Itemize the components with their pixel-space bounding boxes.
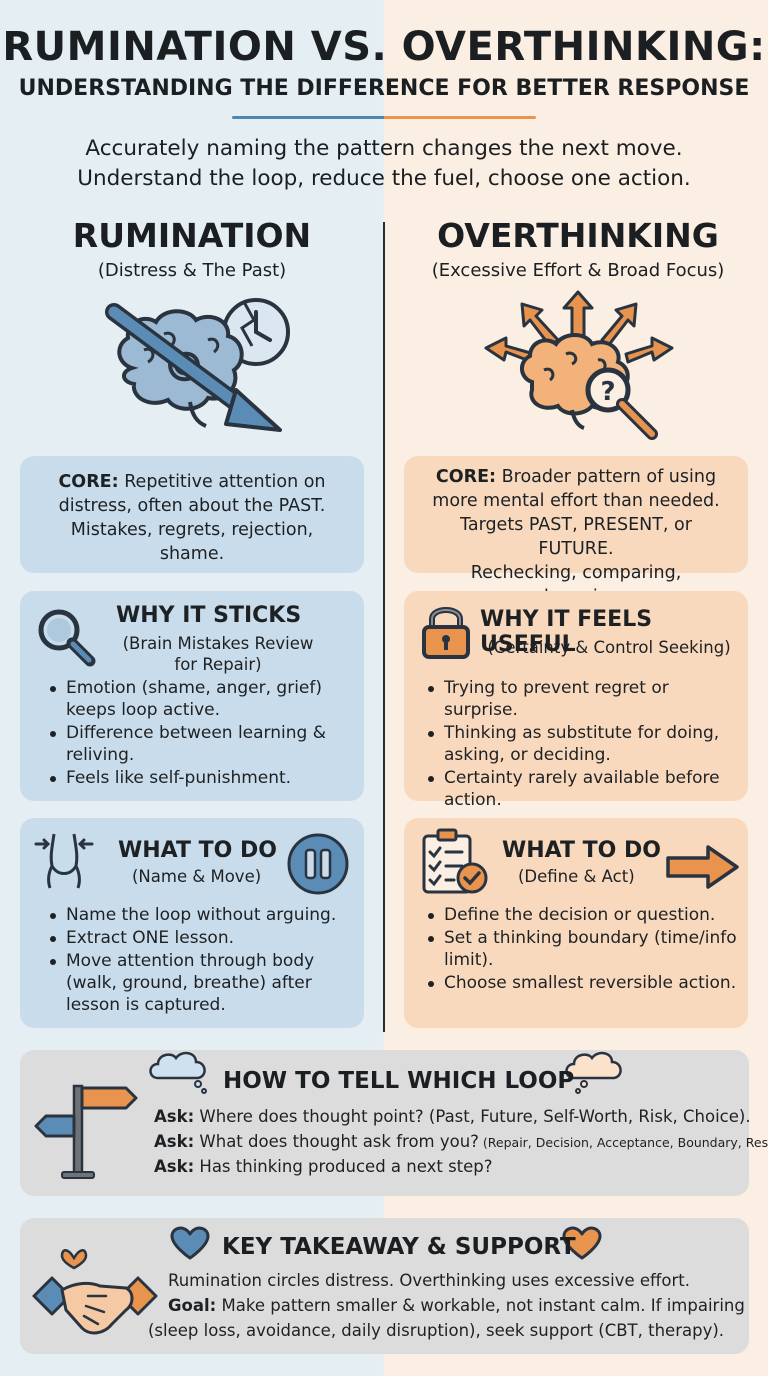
- tell-question-2: Ask: What does thought ask from you? (Re…: [154, 1131, 768, 1154]
- rumination-why-sub-2: for Repair): [174, 655, 262, 674]
- heart-icon: [170, 1226, 210, 1262]
- body-arrows-icon: [34, 832, 94, 890]
- rumination-why-card: WHY IT STICKS (Brain Mistakes Review for…: [20, 591, 364, 801]
- rumination-core-card: CORE: Repetitive attention on distress, …: [20, 456, 364, 573]
- overthinking-why-sub: (Certainty & Control Seeking): [487, 638, 731, 657]
- rumination-core-text-3: Mistakes, regrets, rejection, shame.: [70, 520, 314, 564]
- question-text: What does thought ask from you?: [194, 1132, 479, 1151]
- list-item: Certainty rarely available before action…: [424, 767, 742, 811]
- rumination-core-text-1: Repetitive attention on: [118, 472, 326, 492]
- takeaway-title: KEY TAKEAWAY & SUPPORT: [222, 1234, 576, 1260]
- tell-card: HOW TO TELL WHICH LOOP Ask: Where does t…: [20, 1050, 768, 1196]
- overthinking-subheading: (Excessive Effort & Broad Focus): [431, 260, 725, 281]
- intro-line-2: Understand the loop, reduce the fuel, ch…: [77, 166, 691, 191]
- overthinking-core-text-2: more mental effort than needed.: [432, 491, 720, 511]
- rumination-why-subtitle: (Brain Mistakes Review for Repair): [88, 633, 348, 675]
- heart-icon: [562, 1226, 602, 1262]
- goal-label: Goal:: [168, 1296, 217, 1315]
- list-item: Trying to prevent regret or surprise.: [424, 677, 742, 721]
- overthinking-why-list: Trying to prevent regret or surprise. Th…: [424, 677, 742, 812]
- pause-icon: [286, 832, 350, 896]
- goal-text: Make pattern smaller & workable, not ins…: [216, 1296, 745, 1315]
- ask-label: Ask:: [154, 1157, 195, 1176]
- rumination-do-card: WHAT TO DO (Name & Move) Name the loop w…: [20, 818, 364, 1028]
- overthinking-do-card: WHAT TO DO (Define & Act) Define the dec…: [404, 818, 748, 1028]
- rumination-heading: RUMINATION: [72, 216, 312, 255]
- list-item: Thinking as substitute for doing, asking…: [424, 722, 742, 766]
- takeaway-line-2: Goal: Make pattern smaller & workable, n…: [168, 1295, 745, 1317]
- overthinking-core-text-1: Broader pattern of using: [496, 467, 717, 487]
- rumination-do-title: WHAT TO DO: [118, 838, 277, 863]
- overthinking-core-label: CORE:: [435, 467, 497, 487]
- overthinking-core-card: CORE: Broader pattern of using more ment…: [404, 456, 748, 607]
- intro-text: Accurately naming the pattern changes th…: [40, 134, 728, 194]
- question-text: Has thinking produced a next step?: [194, 1157, 493, 1176]
- ask-label: Ask:: [154, 1132, 195, 1151]
- rumination-core-text-2: distress, often about the PAST.: [58, 496, 326, 516]
- overthinking-heading: OVERTHINKING: [437, 216, 719, 255]
- rumination-do-sub: (Name & Move): [132, 867, 262, 886]
- overthinking-why-title: WHY IT FEELS USEFUL: [480, 607, 653, 657]
- list-item: Name the loop without arguing.: [46, 904, 356, 926]
- tell-title: HOW TO TELL WHICH LOOP: [223, 1068, 575, 1094]
- list-item: Choose smallest reversible action.: [424, 972, 742, 994]
- tell-question-3: Ask: Has thinking produced a next step?: [154, 1156, 493, 1178]
- brain-spiral-clock-icon: [104, 290, 304, 440]
- rumination-why-sub-1: (Brain Mistakes Review: [122, 634, 314, 653]
- checklist-icon: [420, 828, 492, 896]
- page-subtitle: UNDERSTANDING THE DIFFERENCE FOR BETTER …: [18, 76, 750, 101]
- takeaway-line-3: (sleep loss, avoidance, daily disruption…: [148, 1321, 725, 1340]
- question-options: (Repair, Decision, Acceptance, Boundary,…: [478, 1135, 768, 1150]
- page-title: RUMINATION VS. OVERTHINKING:: [2, 24, 766, 70]
- tell-question-1: Ask: Where does thought point? (Past, Fu…: [154, 1106, 751, 1128]
- svg-text:?: ?: [600, 377, 615, 407]
- column-divider: [383, 222, 385, 1032]
- magnifier-icon: [34, 605, 96, 667]
- overthinking-why-card: WHY IT FEELS USEFUL (Certainty & Control…: [404, 591, 748, 810]
- rumination-do-list: Name the loop without arguing. Extract O…: [46, 904, 356, 1017]
- rumination-subheading: (Distress & The Past): [97, 260, 287, 281]
- title-underline: [232, 116, 536, 119]
- list-item: Emotion (shame, anger, grief) keeps loop…: [46, 677, 356, 721]
- handshake-icon: [30, 1238, 160, 1346]
- rumination-core-label: CORE:: [58, 472, 119, 492]
- question-text: Where does thought point? (Past, Future,…: [194, 1107, 751, 1126]
- thought-cloud-icon: [562, 1050, 628, 1096]
- takeaway-line-1: Rumination circles distress. Overthinkin…: [168, 1271, 690, 1290]
- list-item: Difference between learning & reliving.: [46, 722, 356, 766]
- rumination-why-list: Emotion (shame, anger, grief) keeps loop…: [46, 677, 356, 790]
- overthinking-core-text-3: Targets PAST, PRESENT, or FUTURE.: [460, 515, 692, 559]
- list-item: Set a thinking boundary (time/info limit…: [424, 927, 742, 971]
- list-item: Extract ONE lesson.: [46, 927, 356, 949]
- takeaway-card: KEY TAKEAWAY & SUPPORT Rumination circle…: [20, 1218, 749, 1354]
- brain-arrows-question-icon: ?: [480, 290, 680, 442]
- intro-line-1: Accurately naming the pattern changes th…: [85, 136, 683, 161]
- list-item: Feels like self-punishment.: [46, 767, 356, 789]
- overthinking-do-sub: (Define & Act): [518, 867, 635, 886]
- signpost-icon: [32, 1076, 140, 1180]
- list-item: Define the decision or question.: [424, 904, 742, 926]
- overthinking-do-list: Define the decision or question. Set a t…: [424, 904, 742, 995]
- padlock-icon: [420, 601, 472, 659]
- ask-label: Ask:: [154, 1107, 195, 1126]
- thought-cloud-icon: [146, 1050, 212, 1096]
- arrow-right-icon: [666, 844, 740, 890]
- rumination-why-title: WHY IT STICKS: [116, 603, 302, 628]
- overthinking-do-title: WHAT TO DO: [502, 838, 661, 863]
- list-item: Move attention through body (walk, groun…: [46, 950, 356, 1016]
